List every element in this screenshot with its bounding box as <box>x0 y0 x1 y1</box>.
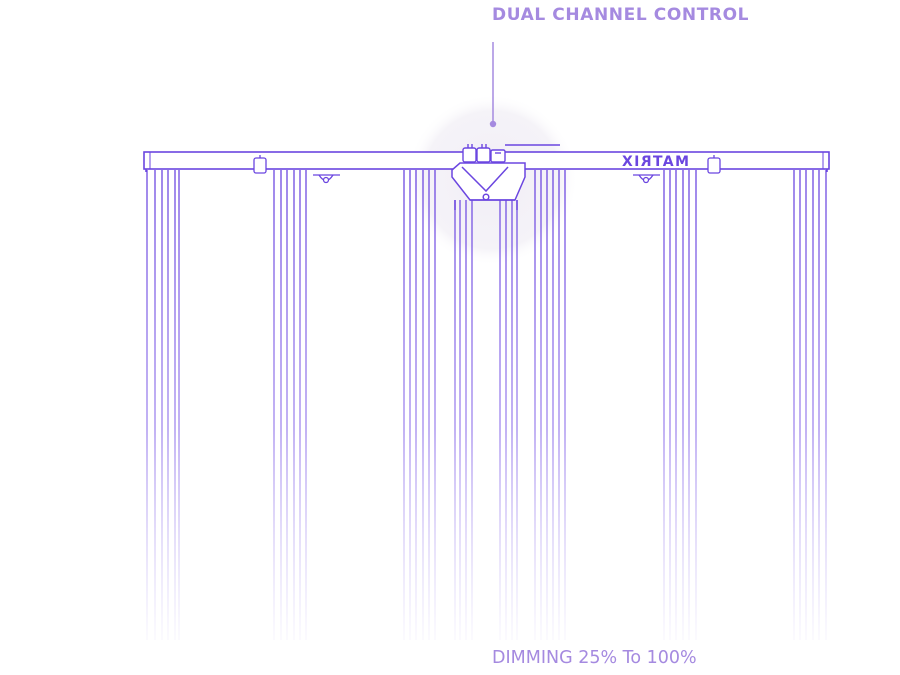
svg-text:MATRIX: MATRIX <box>621 154 689 170</box>
frame-clip-right <box>707 155 721 174</box>
hanging-hook-left <box>313 174 340 184</box>
dimming-range-label: DIMMING 25% To 100% <box>492 648 697 668</box>
hanging-hook-right <box>633 174 660 184</box>
brand-logo: MATRIX <box>621 154 689 170</box>
frame-clip-left <box>253 155 267 174</box>
dual-channel-control-label: DUAL CHANNEL CONTROL <box>492 5 750 25</box>
center-hub <box>451 162 526 210</box>
led-light-bars <box>146 170 827 640</box>
dual-channel-connectors <box>462 144 560 163</box>
callout-leader <box>489 42 497 128</box>
